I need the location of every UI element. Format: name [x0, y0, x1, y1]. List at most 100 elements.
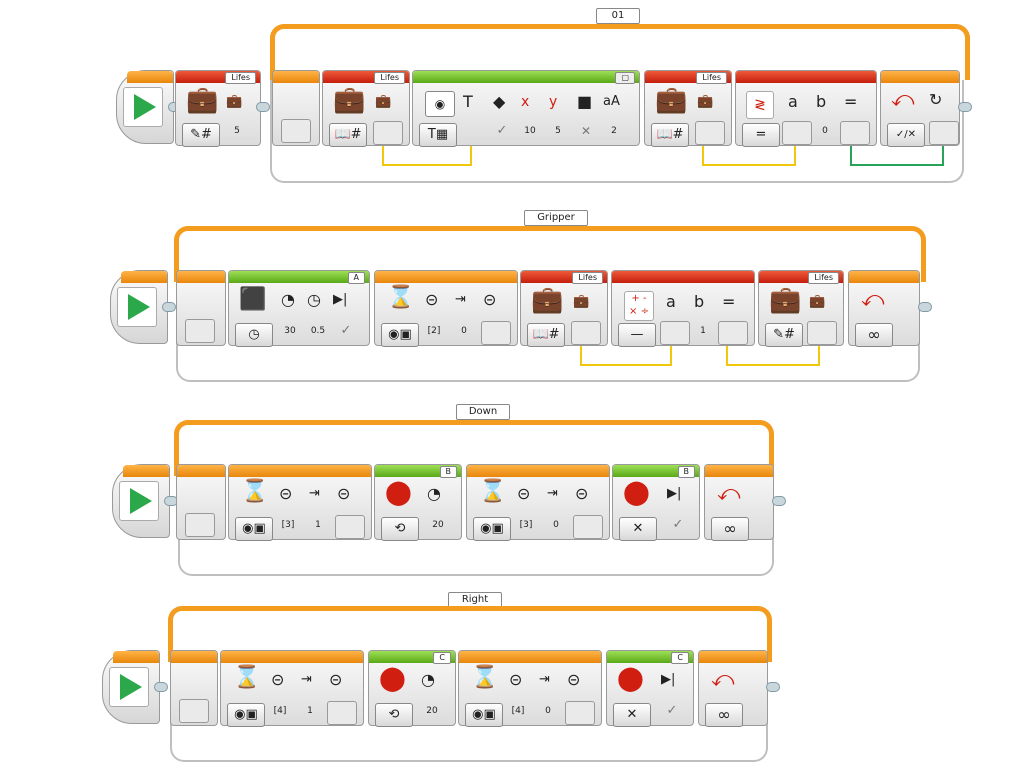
start-block[interactable] [110, 270, 168, 344]
mode-selector-read-numeric[interactable]: 📖# [329, 123, 367, 147]
brake-check[interactable]: ✓ [672, 517, 684, 532]
mode-selector-sensor[interactable]: ◉▣ [227, 703, 265, 727]
wait-sensor-block[interactable]: ⌛ ⊝ ⇥ ⊝ ◉▣ [2] 0 [374, 270, 518, 347]
loop-entry-block[interactable] [176, 270, 226, 346]
display-block[interactable]: ▢ ◉ T ◆ x y ■ aA T▦ ✓ 10 5 ✕ 2 [412, 70, 640, 147]
motor-seconds-value[interactable]: 0.5 [310, 326, 326, 336]
play-button[interactable] [119, 481, 159, 521]
mode-selector-read-numeric[interactable]: 📖# [527, 323, 565, 347]
wait-state-value[interactable]: 1 [307, 706, 313, 716]
wait-state-value[interactable]: 0 [545, 706, 551, 716]
wait-port-value[interactable]: [4] [273, 706, 287, 716]
wait-sensor-block[interactable]: ⌛ ⊝ ⇥ ⊝ ◉▣ [3] 0 [466, 464, 610, 541]
motor-port-tag[interactable]: C [671, 652, 689, 664]
variable-input-socket[interactable] [807, 321, 837, 345]
motor-power-value[interactable]: 20 [426, 706, 438, 716]
wait-state-value[interactable]: 1 [315, 520, 321, 530]
wait-output-socket[interactable] [481, 321, 511, 345]
wait-sensor-block[interactable]: ⌛ ⊝ ⇥ ⊝ ◉▣ [4] 1 [220, 650, 364, 727]
start-block[interactable] [116, 70, 174, 144]
loop-entry-block[interactable] [170, 650, 218, 726]
variable-name-tag[interactable]: Lifes [572, 272, 603, 284]
mode-selector-off[interactable]: ✕ [619, 517, 657, 541]
mode-selector-sensor[interactable]: ◉▣ [473, 517, 511, 541]
wait-state-value[interactable]: 0 [553, 520, 559, 530]
wait-output-socket[interactable] [327, 701, 357, 725]
motor-port-tag[interactable]: A [347, 272, 365, 284]
wait-port-value[interactable]: [4] [511, 706, 525, 716]
wait-port-value[interactable]: [3] [519, 520, 533, 530]
loop-name-label[interactable]: 01 [596, 8, 640, 24]
loop-exit-logic-block[interactable]: ⤺ ↻ ✓/✕ [880, 70, 960, 147]
start-block[interactable] [102, 650, 160, 724]
variable-name-tag[interactable]: Lifes [808, 272, 839, 284]
variable-name-tag[interactable]: Lifes [225, 72, 256, 84]
loop-name-label[interactable]: Gripper [524, 210, 588, 226]
variable-output-socket[interactable] [695, 121, 725, 145]
wait-sensor-block[interactable]: ⌛ ⊝ ⇥ ⊝ ◉▣ [4] 0 [458, 650, 602, 727]
play-button[interactable] [109, 667, 149, 707]
math-block[interactable]: + -× ÷ a b = — 1 [611, 270, 755, 347]
mode-selector-unlimited[interactable]: ∞ [855, 323, 893, 347]
wait-sensor-block[interactable]: ⌛ ⊝ ⇥ ⊝ ◉▣ [3] 1 [228, 464, 372, 541]
variable-block-read[interactable]: Lifes 💼 💼 📖# [322, 70, 410, 147]
mode-selector-logic[interactable]: ✓/✕ [887, 123, 925, 147]
wait-state-value[interactable]: 0 [461, 326, 467, 336]
input-a-socket[interactable] [660, 321, 690, 345]
loop-name-label[interactable]: Down [456, 404, 510, 420]
mode-selector-unlimited[interactable]: ∞ [705, 703, 743, 727]
motor-power-value[interactable]: 20 [432, 520, 444, 530]
large-motor-block[interactable]: B ⬤ ◔ ⟲ 20 [374, 464, 462, 541]
medium-motor-block[interactable]: A ⬛ ◔ ◷ ▶| ◷ 30 0.5 ✓ [228, 270, 370, 347]
input-b-value[interactable]: 1 [700, 326, 706, 336]
mode-selector-off[interactable]: ✕ [613, 703, 651, 727]
large-motor-block[interactable]: B ⬤ ▶| ✕ ✓ [612, 464, 700, 541]
wait-output-socket[interactable] [335, 515, 365, 539]
variable-name-tag[interactable]: Lifes [696, 72, 727, 84]
mode-selector-write-numeric[interactable]: ✎# [182, 123, 220, 147]
logic-input-socket[interactable] [929, 121, 959, 145]
brake-check[interactable]: ✓ [340, 323, 352, 338]
mode-selector-sensor[interactable]: ◉▣ [381, 323, 419, 347]
brake-check[interactable]: ✓ [666, 703, 678, 718]
motor-port-tag[interactable]: B [677, 466, 695, 478]
mode-selector-text-grid[interactable]: T▦ [419, 123, 457, 147]
display-y-value[interactable]: 5 [555, 126, 561, 136]
wait-port-value[interactable]: [2] [427, 326, 441, 336]
start-block[interactable] [112, 464, 170, 538]
large-motor-block[interactable]: C ⬤ ▶| ✕ ✓ [606, 650, 694, 727]
motor-power-value[interactable]: 30 [284, 326, 296, 336]
wait-output-socket[interactable] [573, 515, 603, 539]
wait-output-socket[interactable] [565, 701, 595, 725]
mode-selector-read-numeric[interactable]: 📖# [651, 123, 689, 147]
mode-selector-subtract[interactable]: — [618, 323, 656, 347]
compare-block[interactable]: ≷ a b = = 0 [735, 70, 877, 147]
mode-selector-equal[interactable]: = [742, 123, 780, 147]
variable-output-socket[interactable] [571, 321, 601, 345]
loop-entry-block[interactable] [272, 70, 320, 146]
variable-output-socket[interactable] [373, 121, 403, 145]
mode-selector-sensor[interactable]: ◉▣ [465, 703, 503, 727]
compare-result-socket[interactable] [840, 121, 870, 145]
mode-selector-on-for-seconds[interactable]: ◷ [235, 323, 273, 347]
font-size-value[interactable]: 2 [611, 126, 617, 136]
color-cross[interactable]: ✕ [580, 124, 592, 138]
mode-selector-on[interactable]: ⟲ [381, 517, 419, 541]
variable-block-write[interactable]: Lifes 💼 💼 ✎# [758, 270, 844, 347]
loop-entry-block[interactable] [176, 464, 226, 540]
loop-exit-block[interactable]: ⤺ ∞ [848, 270, 920, 347]
variable-block-write[interactable]: Lifes 💼 💼 ✎# 5 [175, 70, 261, 147]
play-button[interactable] [117, 287, 157, 327]
clear-screen-check[interactable]: ✓ [496, 123, 508, 138]
loop-exit-block[interactable]: ⤺ ∞ [704, 464, 774, 541]
variable-block-read[interactable]: Lifes 💼 💼 📖# [644, 70, 732, 147]
loop-exit-block[interactable]: ⤺ ∞ [698, 650, 768, 727]
large-motor-block[interactable]: C ⬤ ◔ ⟲ 20 [368, 650, 456, 727]
wait-port-value[interactable]: [3] [281, 520, 295, 530]
mode-selector-unlimited[interactable]: ∞ [711, 517, 749, 541]
motor-port-tag[interactable]: B [439, 466, 457, 478]
display-x-value[interactable]: 10 [524, 126, 536, 136]
variable-name-tag[interactable]: Lifes [374, 72, 405, 84]
input-b-value[interactable]: 0 [822, 126, 828, 136]
mode-selector-sensor[interactable]: ◉▣ [235, 517, 273, 541]
